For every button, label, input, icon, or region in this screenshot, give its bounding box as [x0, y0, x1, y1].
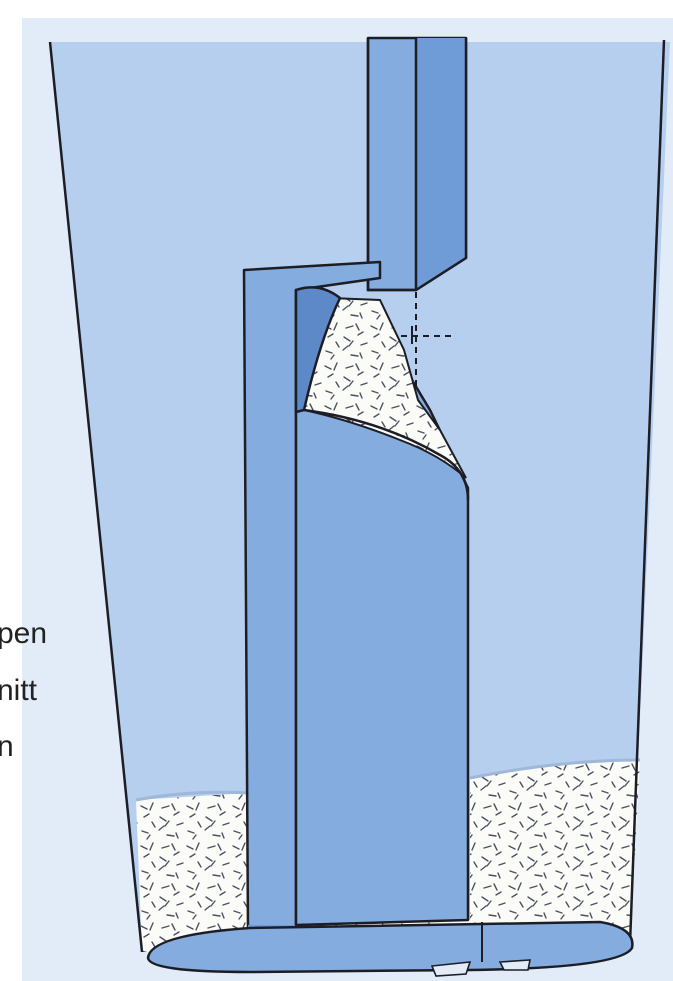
caption-line-1: pen	[0, 617, 47, 650]
caption-line-2: nitt	[0, 674, 38, 707]
caption-line-3: n	[0, 730, 14, 763]
drive-shaft	[368, 38, 466, 290]
